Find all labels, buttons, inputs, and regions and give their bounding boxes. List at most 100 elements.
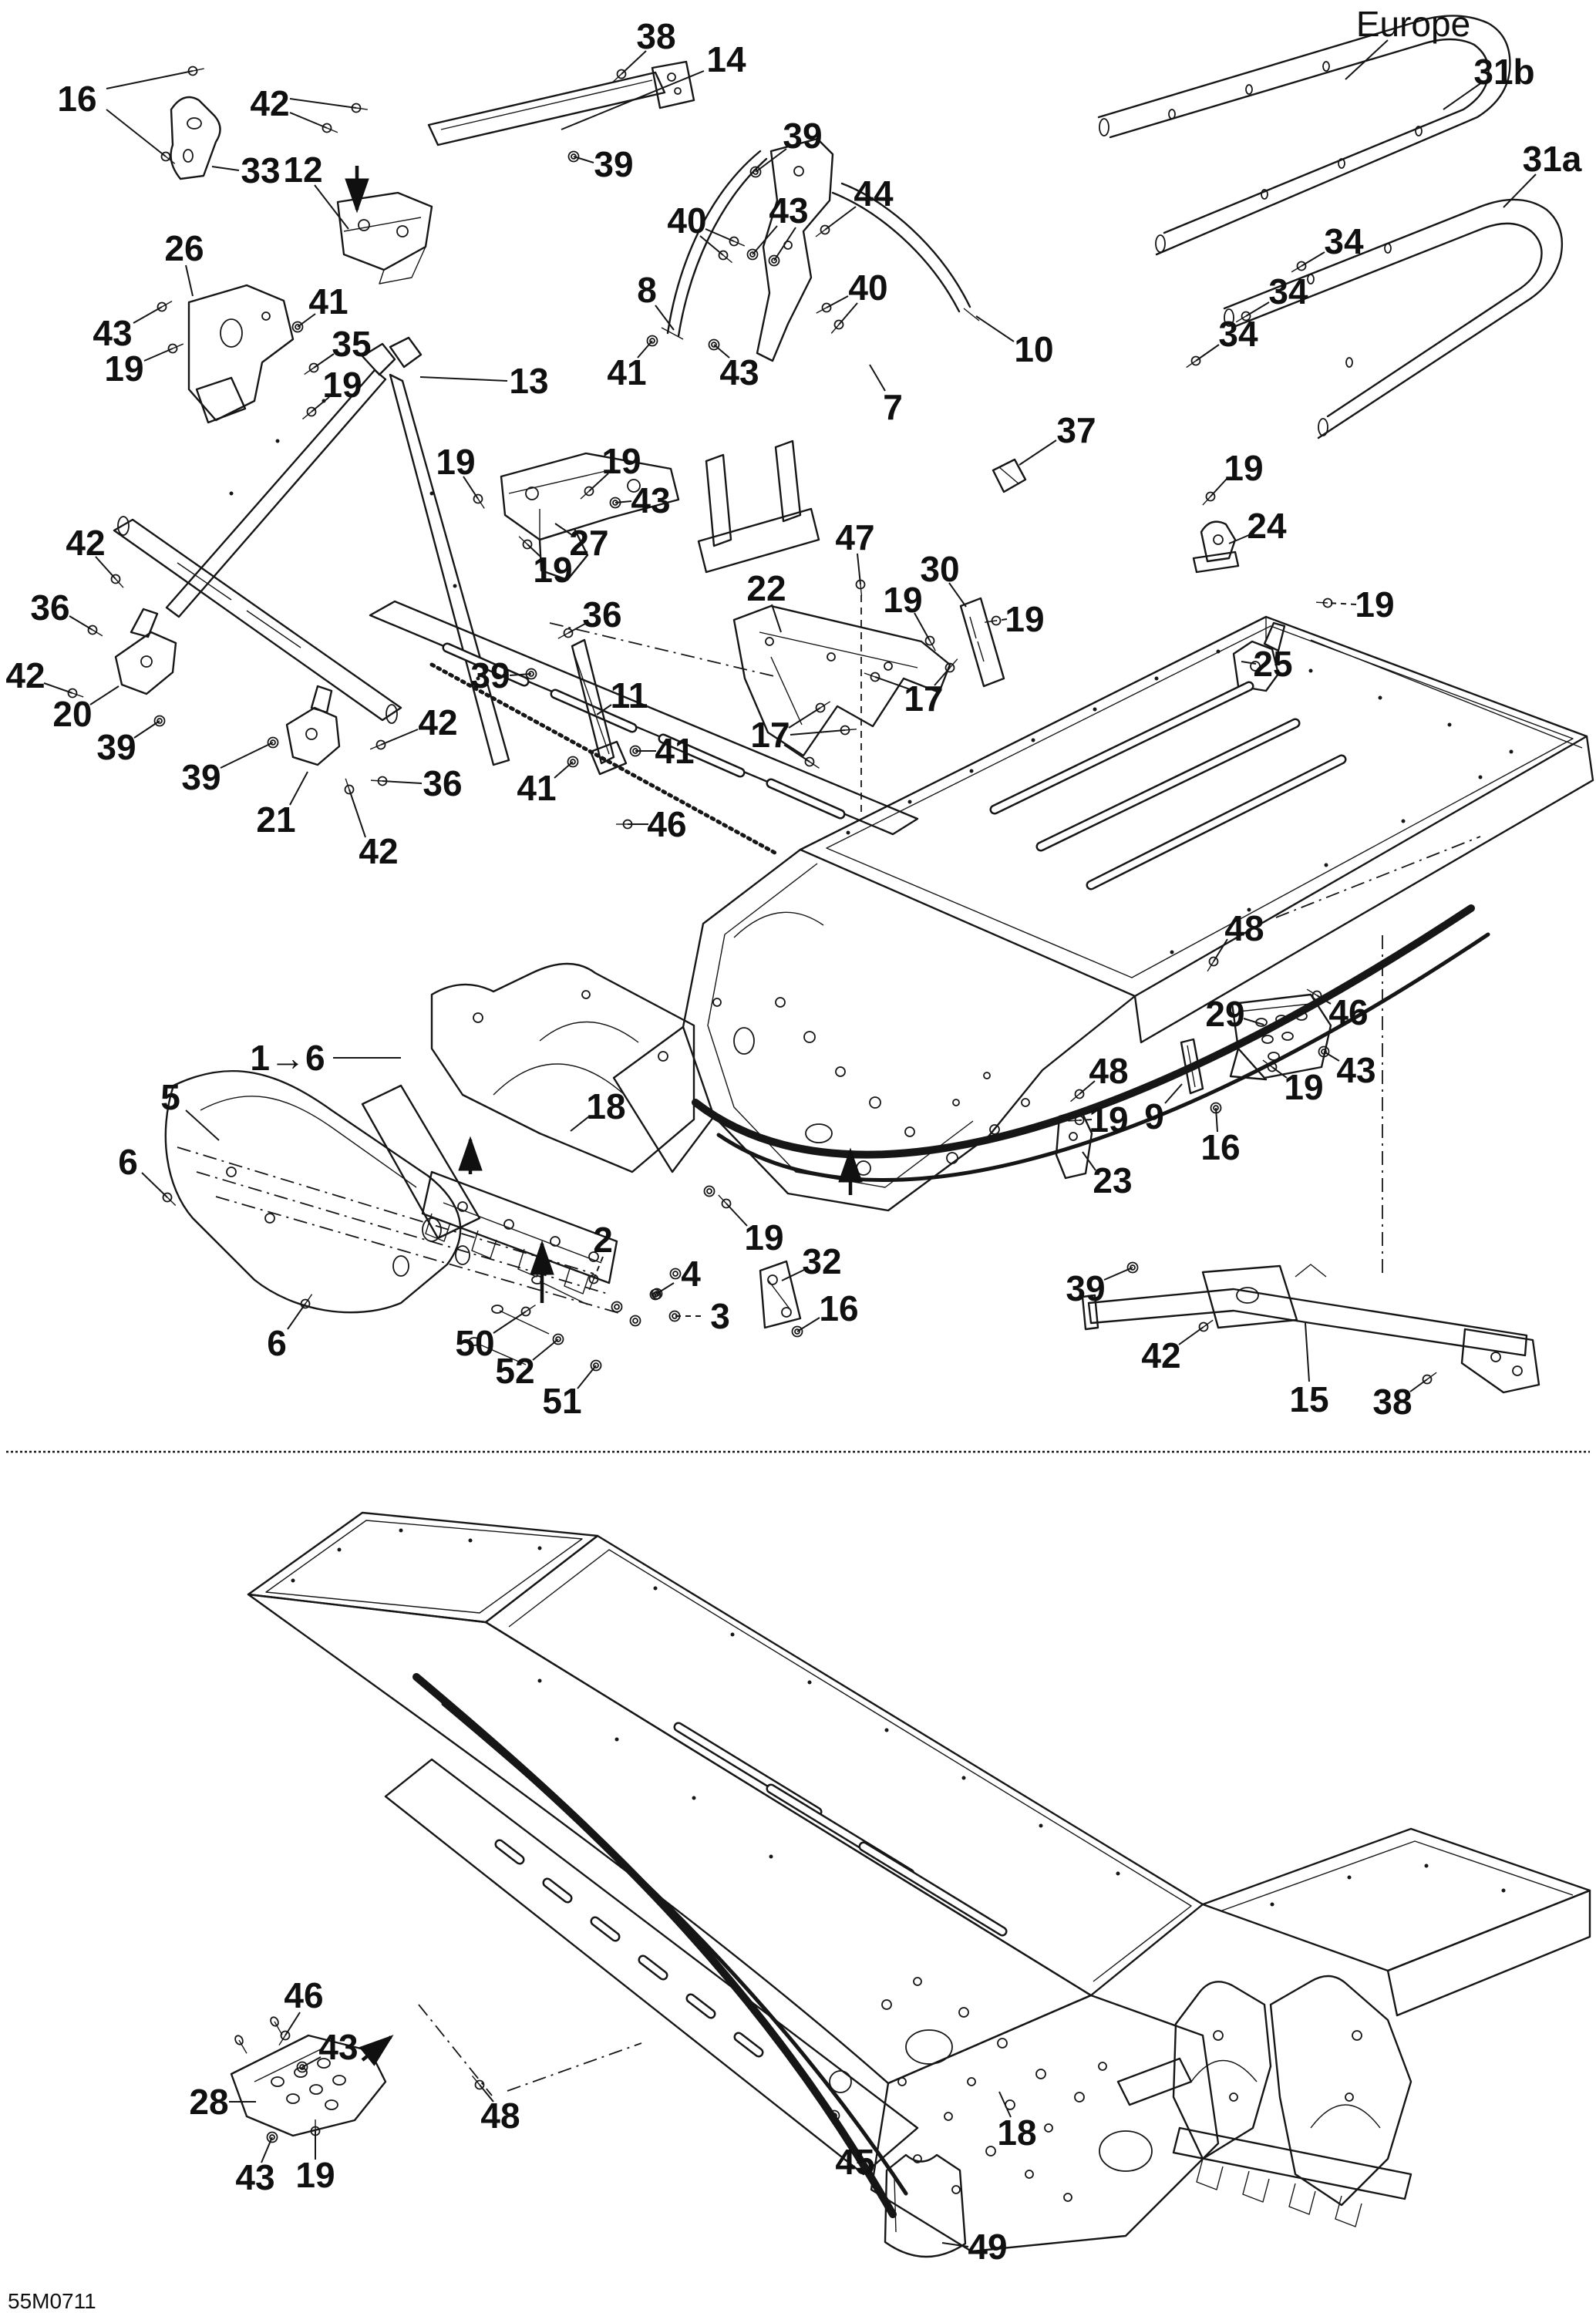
part-bracket-26	[187, 284, 295, 424]
bolt-icon	[1207, 961, 1214, 972]
bolt-icon	[844, 729, 857, 731]
bolt-icon	[301, 411, 312, 420]
bolt-icon	[187, 66, 198, 76]
nut-icon	[266, 2131, 278, 2143]
bolt-icon	[864, 672, 876, 678]
part-steering-support-13	[113, 336, 919, 855]
callout-39: 39	[470, 655, 510, 695]
leader-line	[314, 184, 349, 230]
callout-4: 4	[681, 1254, 701, 1294]
leader-line	[509, 673, 532, 676]
callout-33: 33	[241, 150, 280, 190]
callout-19: 19	[295, 2155, 335, 2195]
part-bracket-32	[759, 1260, 802, 1329]
callout-1→6: 1→6	[250, 1038, 325, 1078]
bolt-icon	[1296, 261, 1307, 271]
callout-19: 19	[533, 550, 572, 590]
part-crossmember-14	[427, 60, 695, 146]
bolt-icon	[1306, 988, 1318, 996]
leader-line	[773, 227, 796, 261]
callout-6: 6	[267, 1323, 287, 1363]
bolt-icon	[369, 744, 382, 750]
callout-7: 7	[883, 387, 903, 427]
nut-icon	[299, 2064, 305, 2070]
leader-line	[783, 744, 810, 763]
leader-line	[348, 789, 366, 838]
callout-19: 19	[322, 365, 362, 405]
part-rear-bumper-31b-europe	[1097, 15, 1511, 256]
leader-line	[493, 1311, 527, 1334]
callout-35: 35	[332, 324, 371, 364]
callout-28: 28	[189, 2082, 228, 2122]
leader-line	[790, 729, 846, 736]
callout-40: 40	[848, 268, 887, 308]
bolt-icon	[1070, 1093, 1080, 1103]
bolt-icon	[612, 73, 622, 82]
leader-line	[1271, 1066, 1288, 1079]
nut-icon	[552, 1333, 564, 1345]
nut-icon	[1213, 1105, 1219, 1111]
bolt-icon	[563, 628, 574, 638]
bolt-icon	[821, 302, 832, 313]
callout-19: 19	[883, 580, 922, 620]
part-suspension-towers-18	[1116, 1975, 1412, 2227]
direction-arrows	[345, 166, 863, 2066]
leader-line	[1409, 1379, 1428, 1392]
figure-top-exploded-frame	[113, 15, 1594, 1394]
bolt-icon	[167, 343, 178, 354]
leader-line	[95, 556, 116, 580]
bolt-icon	[72, 692, 84, 698]
bolt-icon	[991, 615, 1002, 626]
callout-16: 16	[1200, 1127, 1240, 1167]
callout-38: 38	[1372, 1382, 1412, 1422]
callout-36: 36	[423, 763, 462, 803]
bolt-icon	[351, 103, 362, 113]
part-front-module-1-6	[361, 962, 695, 1295]
bolt-icon	[306, 406, 317, 417]
bolt-icon	[162, 1192, 173, 1203]
bolt-icon	[525, 1305, 536, 1312]
diagram-code: 55M0711	[8, 2289, 96, 2313]
part-front-link-15	[1081, 1264, 1540, 1394]
bolt-icon	[944, 662, 955, 673]
leader-line	[561, 70, 705, 130]
callout-19: 19	[1355, 584, 1394, 625]
leader-line	[781, 1269, 805, 1281]
callout-19: 19	[1089, 1099, 1128, 1140]
nut-icon	[570, 759, 576, 765]
bolt-icon	[616, 69, 627, 79]
leader-line	[1178, 1326, 1204, 1345]
guide-line	[418, 2004, 493, 2096]
part-front-panel-5	[164, 1069, 470, 1314]
callout-34: 34	[1324, 221, 1364, 261]
nut-icon	[768, 254, 780, 267]
bolt-icon	[67, 688, 78, 699]
construction-guides	[177, 595, 1481, 2096]
bolt-icon	[1205, 491, 1216, 502]
bolt-icon	[300, 1298, 311, 1309]
bolt-icon	[588, 1274, 599, 1284]
nut-icon	[629, 745, 641, 757]
nut-icon	[652, 1291, 658, 1298]
nut-icon	[593, 1362, 599, 1369]
bolt-icon	[172, 343, 184, 349]
bolt-icon	[830, 324, 840, 334]
nut-icon	[555, 1336, 561, 1342]
leader-line	[211, 166, 240, 171]
leader-line	[699, 235, 724, 256]
callout-39: 39	[1066, 1268, 1105, 1308]
callout-10: 10	[1014, 329, 1053, 369]
nut-icon	[668, 1310, 681, 1322]
nut-icon	[571, 153, 577, 160]
leader-line	[573, 156, 594, 163]
nut-icon	[296, 2061, 308, 2073]
part-bracket-12	[336, 191, 433, 284]
nut-icon	[295, 324, 301, 330]
leader-line	[824, 206, 857, 231]
nut-icon	[528, 671, 534, 677]
callout-34: 34	[1268, 271, 1308, 311]
bolt-icon	[1241, 311, 1251, 322]
callout-32: 32	[802, 1241, 841, 1281]
